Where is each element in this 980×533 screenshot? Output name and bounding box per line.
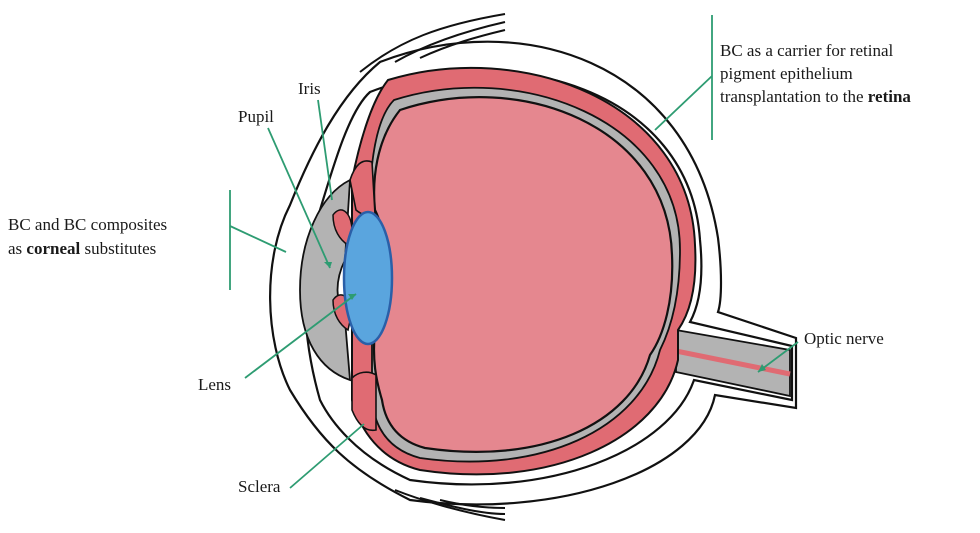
- label-cornea-suffix: substitutes: [80, 239, 156, 258]
- label-sclera: Sclera: [238, 476, 280, 497]
- label-iris: Iris: [298, 78, 321, 99]
- label-cornea-prefix: as: [8, 239, 26, 258]
- label-retina-bold: retina: [868, 87, 911, 106]
- label-pupil: Pupil: [238, 106, 274, 127]
- label-retina-line1: BC as a carrier for retinal: [720, 40, 893, 61]
- label-retina-line2: pigment epithelium: [720, 63, 853, 84]
- label-cornea-bold: corneal: [26, 239, 80, 258]
- retina-leader: [655, 76, 712, 130]
- label-retina-line3: transplantation to the retina: [720, 86, 911, 107]
- label-retina-prefix: transplantation to the: [720, 87, 868, 106]
- label-lens: Lens: [198, 374, 231, 395]
- lens: [344, 212, 392, 344]
- label-cornea-line2: as corneal substitutes: [8, 238, 156, 259]
- label-cornea-line1: BC and BC composites: [8, 214, 167, 235]
- label-optic-nerve: Optic nerve: [804, 328, 884, 349]
